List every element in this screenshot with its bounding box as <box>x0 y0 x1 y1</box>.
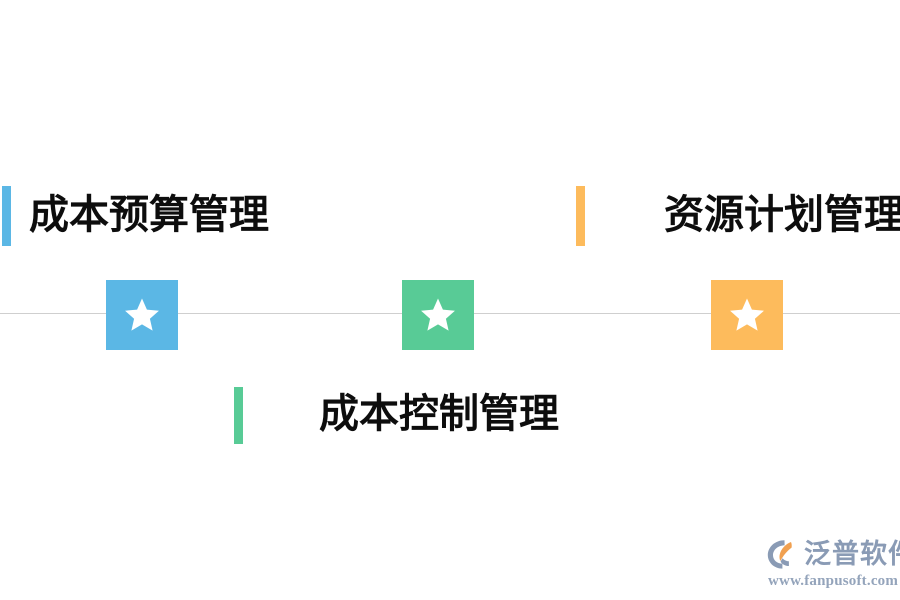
watermark: 泛普软件 www.fanpusoft.com <box>766 538 900 590</box>
milestone-node-cost-budget[interactable] <box>106 280 178 350</box>
milestone-node-cost-control[interactable] <box>402 280 474 350</box>
watermark-brand-name: 泛普软件 <box>804 538 900 570</box>
accent-bar-blue <box>2 186 11 246</box>
label-resource-plan-management: 资源计划管理 <box>664 192 900 238</box>
star-icon <box>421 298 455 331</box>
watermark-brand-row: 泛普软件 <box>766 538 900 571</box>
label-cost-budget-management: 成本预算管理 <box>29 192 269 238</box>
accent-bar-orange <box>576 186 585 246</box>
milestone-node-resource-plan[interactable] <box>711 280 783 350</box>
label-cost-control-management: 成本控制管理 <box>319 391 559 437</box>
watermark-url: www.fanpusoft.com <box>768 573 899 589</box>
accent-bar-green <box>234 387 243 444</box>
fanpu-swoosh-logo-icon <box>767 540 792 569</box>
star-icon <box>730 298 764 331</box>
star-icon <box>125 298 159 331</box>
